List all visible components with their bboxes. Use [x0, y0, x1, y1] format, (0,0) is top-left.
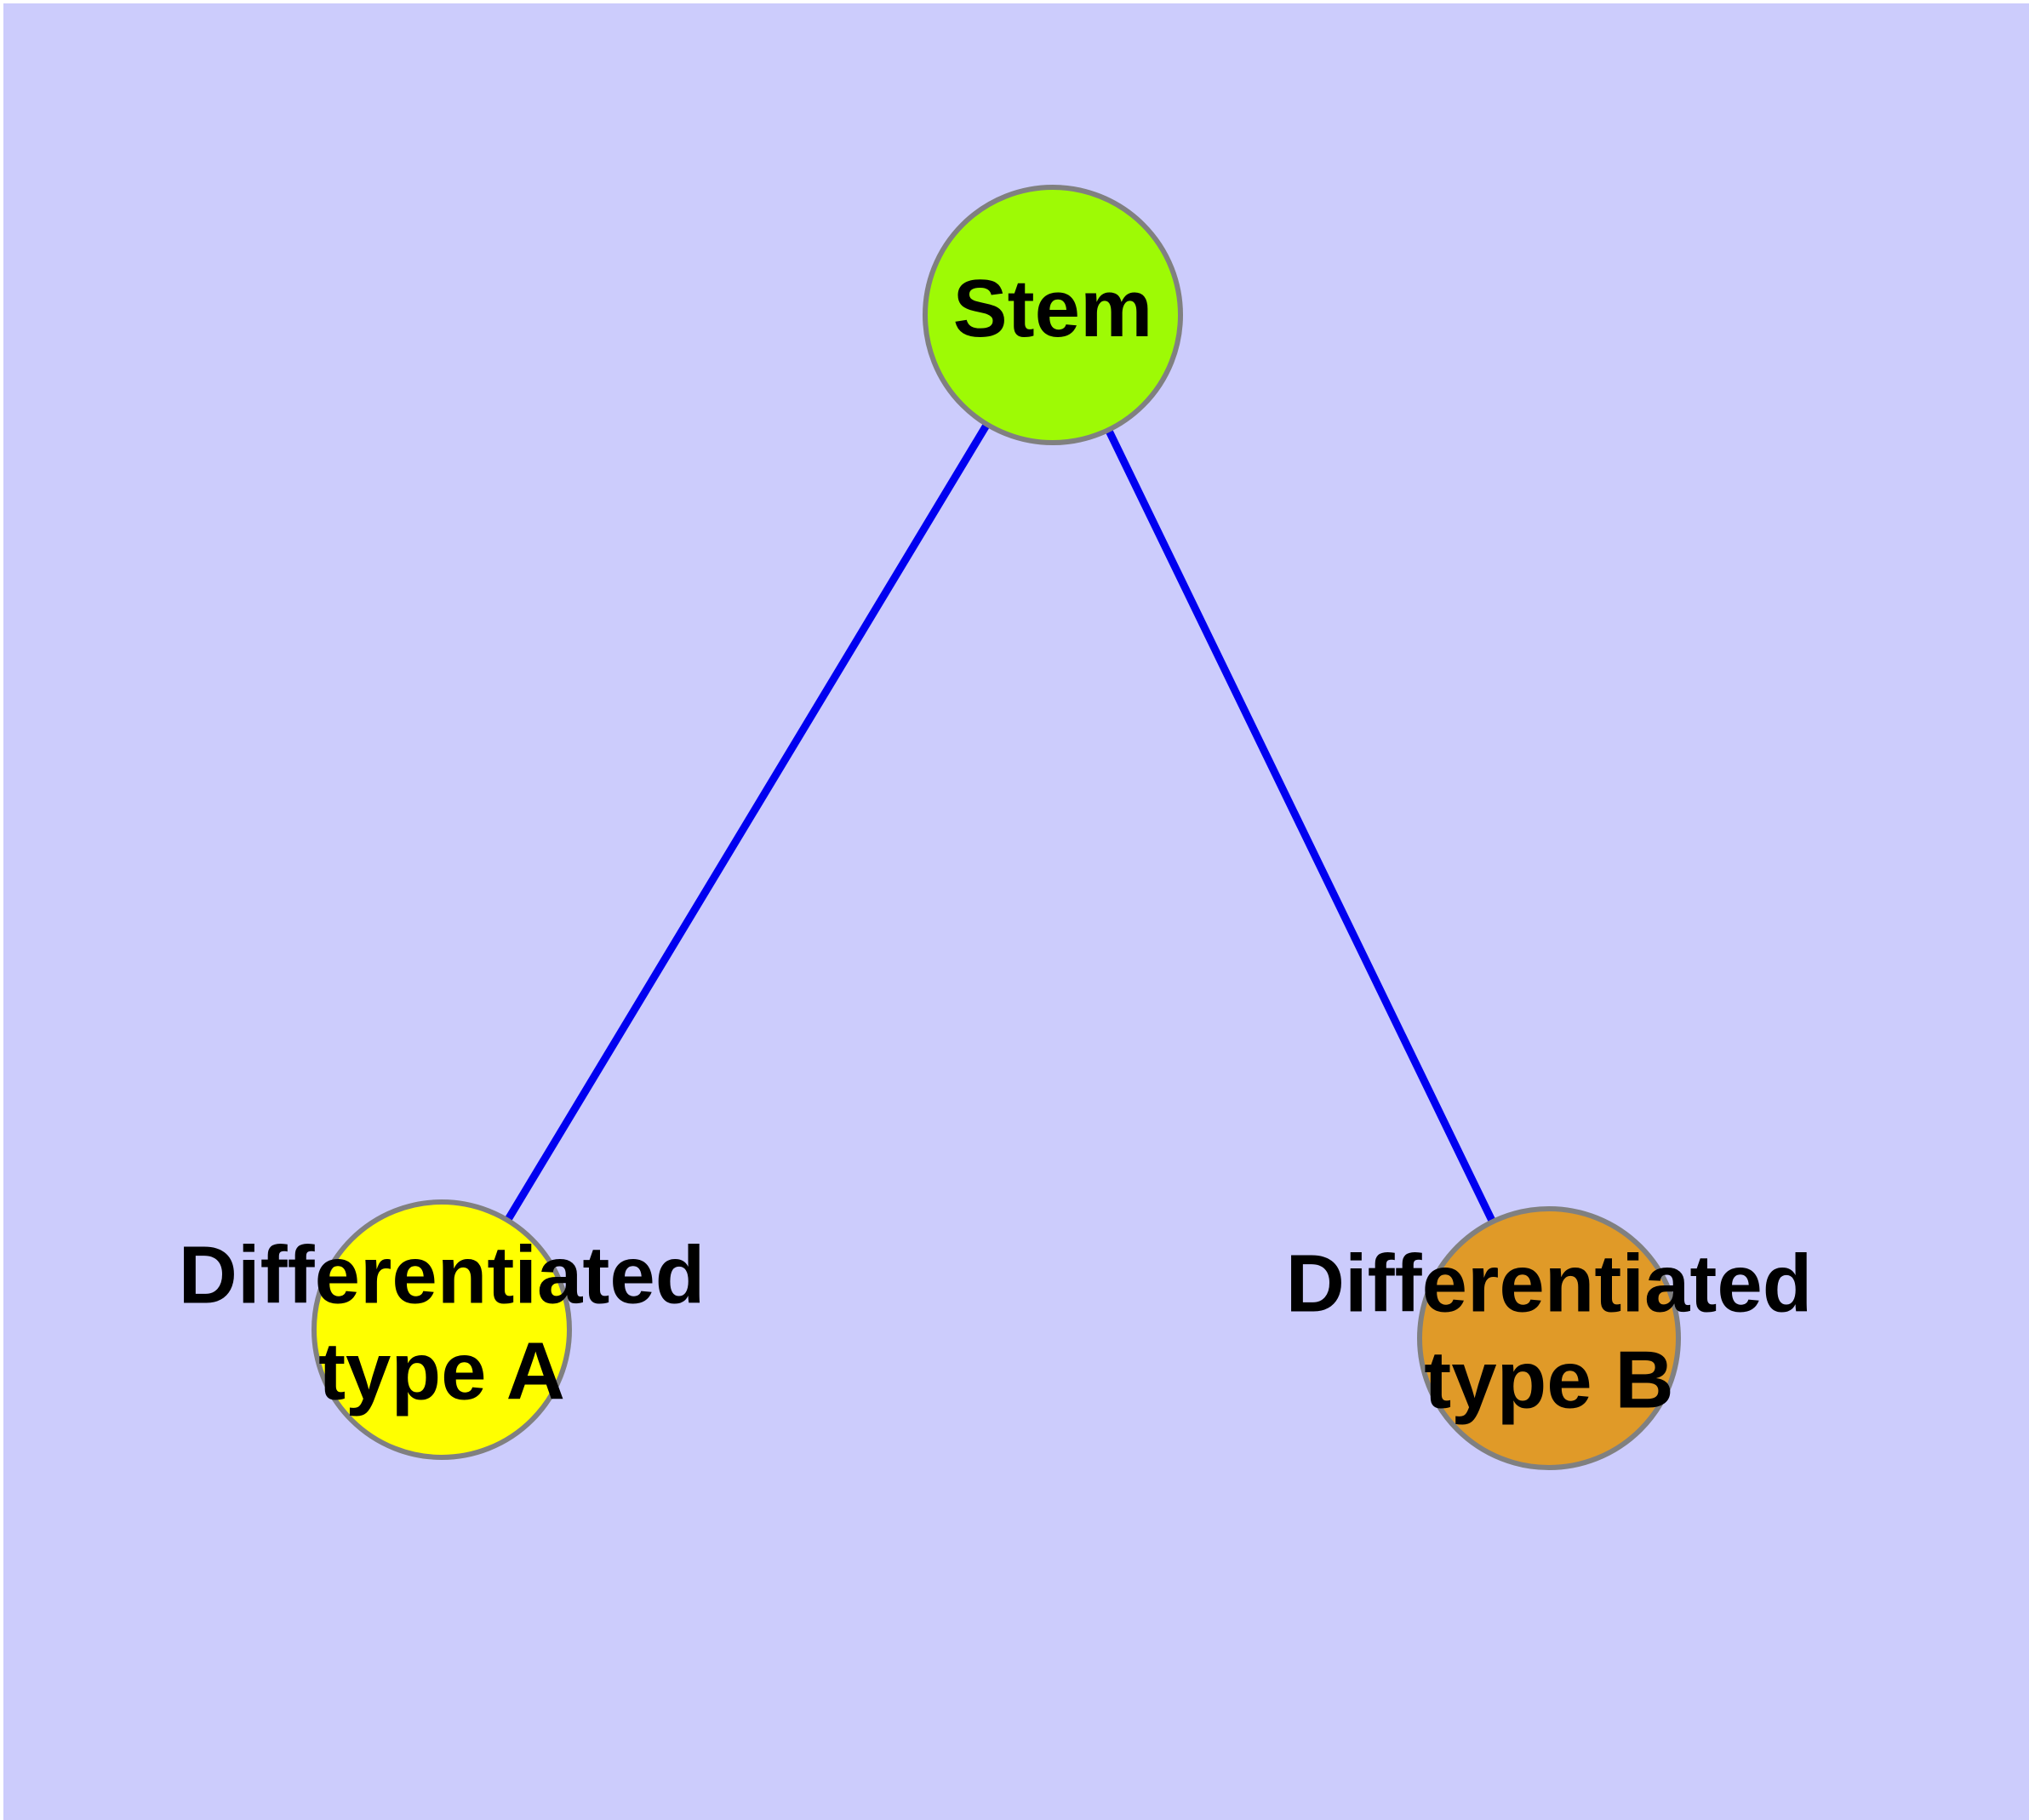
- node-label-line: Stem: [953, 263, 1153, 354]
- node-label-line: type B: [1424, 1335, 1673, 1426]
- edges-layer: [438, 312, 1553, 1340]
- node-label-line: type A: [318, 1326, 565, 1417]
- node-label-line: Differentiated: [1286, 1239, 1813, 1330]
- edge-stem-to-differentiated-type-a: [438, 312, 1056, 1332]
- differentiated-type-b-node-circle[interactable]: [1417, 1206, 1681, 1470]
- stem-node-circle[interactable]: [923, 185, 1183, 445]
- edge-stem-to-differentiated-type-b: [1049, 313, 1553, 1340]
- node-label-line: Differentiated: [179, 1230, 706, 1321]
- stem-node-label: Stem: [953, 263, 1153, 354]
- node-stem[interactable]: Stem: [923, 185, 1183, 445]
- differentiated-type-a-node-circle[interactable]: [311, 1199, 572, 1460]
